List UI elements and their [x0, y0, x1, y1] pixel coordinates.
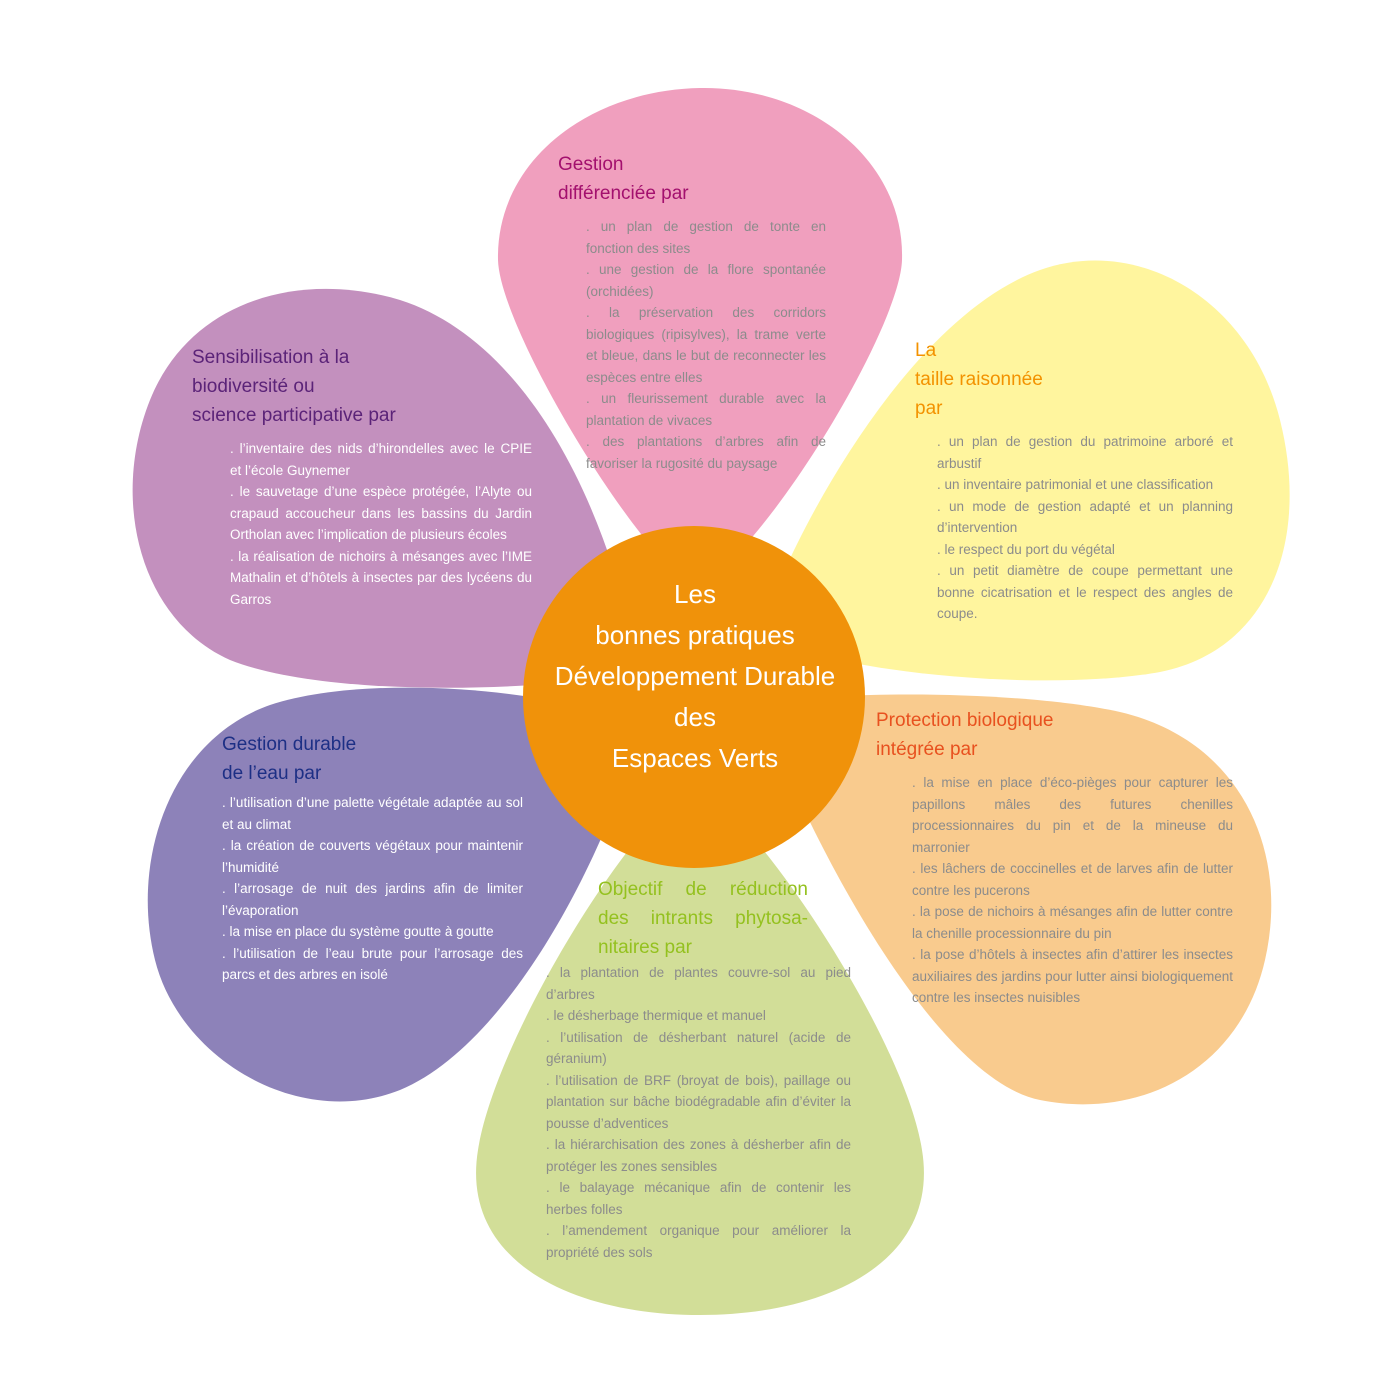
petal-top-right-title-line: par: [915, 398, 943, 419]
petal-bottom-shape: [476, 783, 924, 1315]
petal-bottom-left: Gestion durable de l’eau par . l’utilisa…: [222, 730, 523, 986]
petal-top-title-line: Gestion: [558, 154, 624, 175]
list-item: . l’utilisation de l’eau brute pour l’ar…: [222, 945, 523, 983]
list-item: . l’amendement organique pour améliorer …: [546, 1223, 851, 1260]
center-label-line: des: [674, 702, 716, 732]
list-item: . l’utilisation de BRF (broyat de bois),…: [546, 1072, 851, 1131]
petal-top-left-title-line: biodiversité ou: [192, 376, 315, 397]
petal-bottom-left-title-line: de l’eau par: [222, 763, 322, 784]
list-item: . le balayage mécanique afin de contenir…: [546, 1180, 851, 1217]
list-item: . l’inventaire des nids d’hirondelles av…: [230, 441, 532, 478]
petal-top-right-title-line: taille raisonnée: [915, 369, 1043, 390]
list-item: . la mise en place du système goutte à g…: [222, 924, 494, 939]
list-item: . la création de couverts végétaux pour …: [222, 838, 523, 875]
center-circle: [523, 526, 865, 868]
petal-top-title: Gestion différenciée par: [558, 150, 826, 208]
list-item: . la plantation de plantes couvre-sol au…: [546, 965, 851, 1002]
list-item: . le désherbage thermique et manuel: [546, 1008, 766, 1023]
petal-bottom-left-list: . l’utilisation d’une palette végétale a…: [222, 792, 523, 986]
petal-top-left-title-line: Sensibilisation à la: [192, 347, 350, 368]
center-label-line: Espaces Verts: [611, 743, 779, 773]
petal-top-left: Sensibilisation à la biodiversité ou sci…: [192, 343, 532, 610]
center-label: Les bonnes pratiques Développement Durab…: [527, 574, 863, 779]
petal-top-list: . un plan de gestion de tonte en fonctio…: [586, 216, 826, 474]
petal-bottom-right-title: Protection biologique intégrée par: [876, 706, 1233, 764]
petal-top-left-list: . l’inventaire des nids d’hirondelles av…: [230, 438, 532, 610]
list-item: . la préservation des corridors biologiq…: [586, 305, 826, 385]
petal-top-left-title-line: science participative par: [192, 405, 396, 426]
list-item: . la mise en place d’éco-pièges pour cap…: [912, 775, 1233, 855]
petal-top-right-shape: [760, 260, 1290, 681]
petal-bottom-left-title-line: Gestion durable: [222, 734, 357, 755]
petal-bottom-title: Objectif de réduction des intrants phyto…: [598, 875, 808, 962]
list-item: . un plan de gestion du patrimoine arbor…: [937, 434, 1233, 471]
list-item: . des plantations d’arbres afin de favor…: [586, 434, 826, 471]
petal-top-title-line: différenciée par: [558, 183, 689, 204]
petal-top-shape: [497, 87, 903, 587]
petal-top-right-list: . un plan de gestion du patrimoine arbor…: [937, 431, 1233, 625]
petal-bottom-title-line: Objectif de réduction: [598, 879, 808, 900]
center-label-line: bonnes pratiques: [595, 620, 795, 650]
list-item: . un mode de gestion adapté et un planni…: [937, 498, 1233, 536]
list-item: . la réalisation de nichoirs à mésanges …: [230, 548, 532, 607]
petal-bottom-title-line: nitaires par: [598, 937, 692, 958]
center-label-line: Développement Durable: [554, 661, 836, 691]
petal-bottom-left-shape: [147, 687, 640, 1102]
list-item: . la pose d’hôtels à insectes afin d’att…: [912, 947, 1233, 1005]
petal-bottom-right-title-line: Protection biologique: [876, 710, 1054, 731]
petal-bottom: Objectif de réduction des intrants phyto…: [546, 875, 851, 1263]
petal-top: Gestion différenciée par . un plan de ge…: [558, 150, 826, 474]
petal-bottom-right: Protection biologique intégrée par . la …: [876, 706, 1233, 1009]
petal-top-right: La taille raisonnée par . un plan de ges…: [915, 336, 1233, 625]
list-item: . un plan de gestion de tonte en fonctio…: [586, 219, 826, 256]
list-item: . un petit diamètre de coupe permettant …: [937, 563, 1233, 621]
petal-bottom-list: . la plantation de plantes couvre-sol au…: [546, 962, 851, 1263]
petal-top-right-title: La taille raisonnée par: [915, 336, 1233, 423]
list-item: . un inventaire patrimonial et une class…: [937, 477, 1214, 492]
petal-bottom-right-list: . la mise en place d’éco-pièges pour cap…: [912, 772, 1233, 1009]
petal-bottom-right-title-line: intégrée par: [876, 739, 978, 760]
petal-bottom-right-shape: [760, 694, 1272, 1105]
petal-bottom-title-line: des intrants phytosa-: [598, 908, 808, 929]
petal-top-right-title-line: La: [915, 340, 937, 361]
list-item: . l’utilisation d’une palette végétale a…: [222, 795, 523, 832]
petal-bottom-left-title: Gestion durable de l’eau par: [222, 730, 523, 788]
center-label-line: Les: [674, 579, 716, 609]
list-item: . le sauvetage d’une espèce protégée, l’…: [230, 484, 532, 542]
list-item: . les lâchers de coccinelles et de larve…: [912, 861, 1233, 898]
list-item: . le respect du port du végétal: [937, 541, 1115, 557]
petal-top-left-title: Sensibilisation à la biodiversité ou sci…: [192, 343, 532, 430]
list-item: . la pose de nichoirs à mésanges afin de…: [912, 904, 1233, 941]
list-item: . la hiérarchisation des zones à désherb…: [546, 1137, 851, 1174]
list-item: . l’arrosage de nuit des jardins afin de…: [222, 881, 523, 918]
list-item: . l’utilisation de désherbant naturel (a…: [546, 1029, 851, 1067]
petal-top-left-shape: [132, 288, 640, 688]
list-item: . un fleurissement durable avec la plant…: [586, 391, 826, 428]
list-item: . une gestion de la flore spontanée (orc…: [586, 262, 826, 299]
